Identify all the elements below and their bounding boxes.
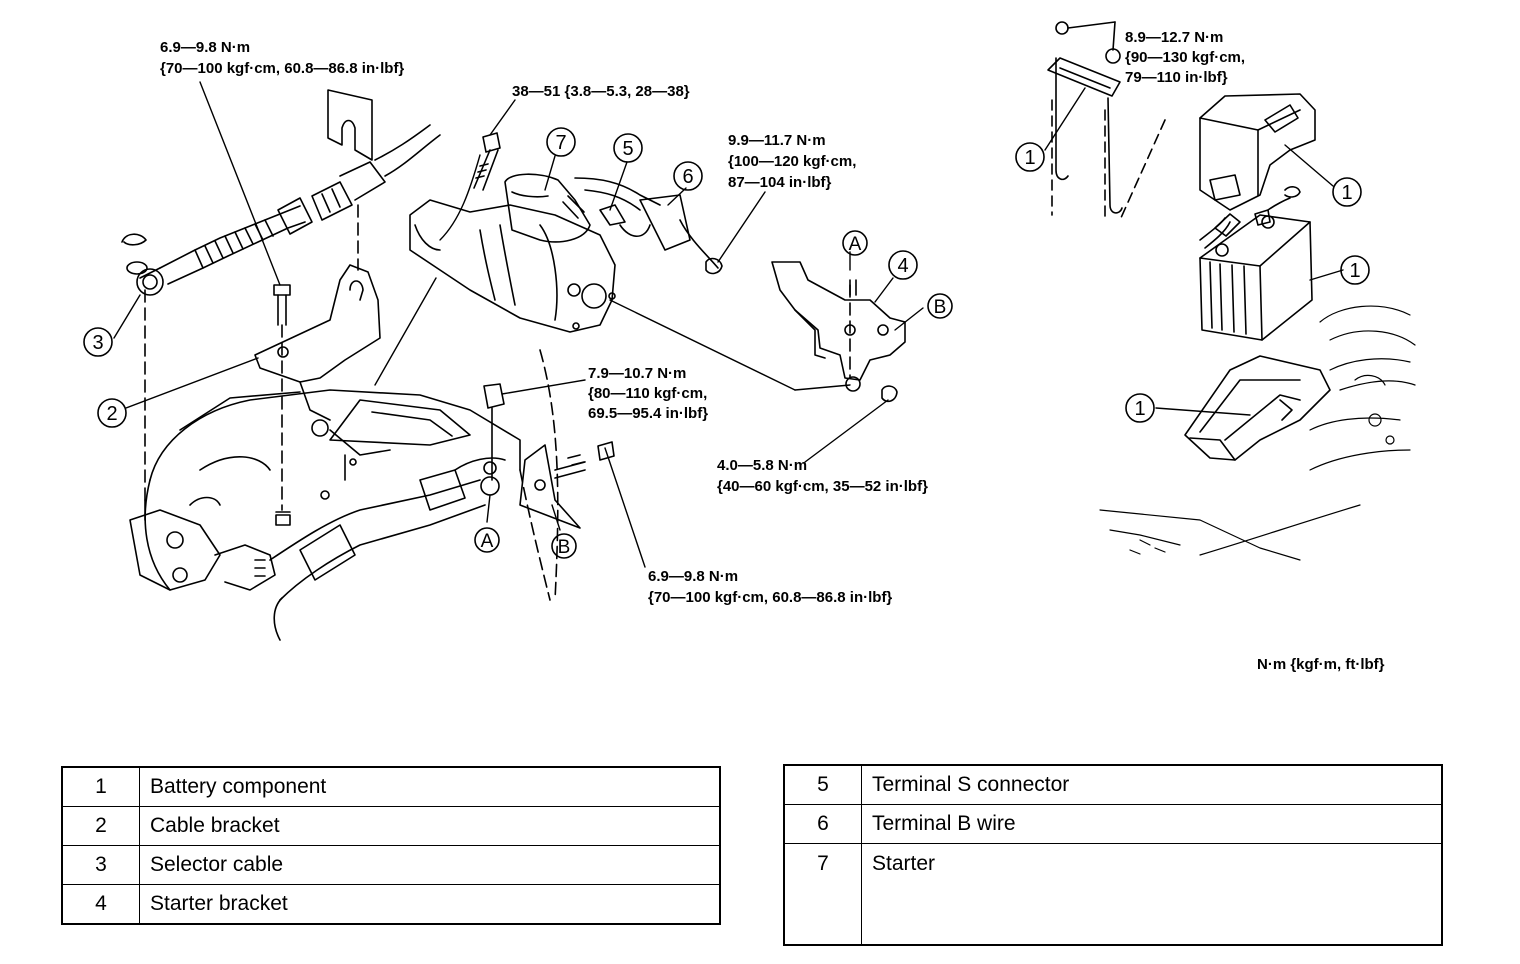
legend-label: Terminal B wire (861, 804, 1443, 844)
table-row: 3 Selector cable (61, 845, 721, 885)
starter-bracket (771, 261, 906, 403)
callout-1-rods: 1 (1024, 147, 1035, 169)
callout-1-tray: 1 (1134, 398, 1145, 420)
torque-terminal-b-line3: 87—104 in·lbf} (728, 174, 832, 191)
legend-table-left: 1 Battery component 2 Cable bracket 3 Se… (61, 766, 721, 925)
ref-letter-a-mount: A (481, 531, 494, 552)
torque-starter-bolt: 38—51 {3.8—5.3, 28—38} (512, 83, 690, 100)
terminal-wiring (574, 177, 723, 275)
transmission-case-outline (144, 389, 521, 591)
legend-num: 5 (783, 764, 862, 805)
selector-cable (121, 124, 441, 296)
callout-6: 6 (682, 166, 693, 188)
legend-label: Selector cable (139, 845, 721, 885)
callout-circles (83, 127, 1370, 559)
range-switch (129, 499, 276, 591)
legend-num: 7 (783, 843, 862, 946)
table-row: 5 Terminal S connector (783, 764, 1443, 805)
callout-3: 3 (92, 332, 103, 354)
legend-label: Starter (861, 843, 1443, 946)
unit-note: N·m {kgf·m, ft·lbf} (1257, 656, 1385, 673)
torque-battery-clamp-line2: {90—130 kgf·cm, (1125, 49, 1245, 66)
legend-num: 2 (61, 806, 140, 846)
legend-num: 6 (783, 804, 862, 844)
table-row: 1 Battery component (61, 766, 721, 807)
torque-terminal-b-line2: {100—120 kgf·cm, (728, 153, 856, 170)
leader-lines (113, 81, 924, 568)
callout-4: 4 (897, 255, 908, 277)
legend-label: Terminal S connector (861, 764, 1443, 805)
torque-cable-bracket-line2: {70—100 kgf·cm, 60.8—86.8 in·lbf} (160, 60, 404, 77)
torque-bracket-nut-b-line2: {40—60 kgf·cm, 35—52 in·lbf} (717, 478, 928, 495)
table-row: 7 Starter (783, 843, 1443, 946)
torque-bracket-nut-b-line1: 4.0—5.8 N·m (717, 457, 807, 474)
torque-battery-clamp-line3: 79—110 in·lbf} (1125, 69, 1228, 86)
table-row: 6 Terminal B wire (783, 804, 1443, 844)
legend-table-right: 5 Terminal S connector 6 Terminal B wire… (783, 764, 1443, 946)
battery-tray (1184, 355, 1331, 461)
vehicle-body-background (1099, 305, 1416, 561)
table-row: 2 Cable bracket (61, 806, 721, 846)
torque-bracket-bolt-b-line1: 6.9—9.8 N·m (648, 568, 738, 585)
torque-bracket-bolt-b-line2: {70—100 kgf·cm, 60.8—86.8 in·lbf} (648, 589, 892, 606)
torque-bracket-nut-a-line1: 7.9—10.7 N·m (588, 365, 686, 382)
legend-label: Starter bracket (139, 884, 721, 925)
legend-label: Cable bracket (139, 806, 721, 846)
battery-cover (1199, 93, 1316, 211)
wiring-harness (269, 457, 506, 641)
torque-battery-clamp-line1: 8.9—12.7 N·m (1125, 29, 1223, 46)
starter-bolt (473, 132, 501, 191)
torque-bracket-nut-a-line2: {80—110 kgf·cm, (588, 385, 707, 402)
ref-letter-b-mount: B (558, 537, 571, 558)
legend-num: 3 (61, 845, 140, 885)
legend-label: Battery component (139, 766, 721, 807)
callout-1-cover: 1 (1341, 182, 1352, 204)
ref-letter-a-bracket: A (849, 234, 862, 255)
battery-dashed-lines (1051, 99, 1166, 221)
bracket-bolts (273, 284, 291, 526)
battery-hold-down-rods (1047, 21, 1123, 214)
lower-bracket-mount (480, 383, 615, 529)
torque-bracket-nut-a-line3: 69.5—95.4 in·lbf} (588, 405, 708, 422)
cable-clip (327, 89, 373, 161)
callout-7: 7 (555, 132, 566, 154)
battery-leader-lines (1044, 87, 1344, 416)
dashed-alignment-lines (144, 204, 851, 601)
torque-terminal-b-line1: 9.9—11.7 N·m (728, 132, 826, 149)
legend-num: 1 (61, 766, 140, 807)
cable-bracket (254, 264, 381, 437)
callout-2: 2 (106, 403, 117, 425)
battery (1199, 214, 1313, 341)
torque-cable-bracket-line1: 6.9—9.8 N·m (160, 39, 250, 56)
ref-letter-b-bracket: B (934, 297, 947, 318)
callout-1-battery: 1 (1349, 260, 1360, 282)
starter-motor (409, 173, 616, 333)
table-row: 4 Starter bracket (61, 884, 721, 925)
callout-5: 5 (622, 138, 633, 160)
legend-num: 4 (61, 884, 140, 925)
battery-cables (1199, 197, 1291, 249)
